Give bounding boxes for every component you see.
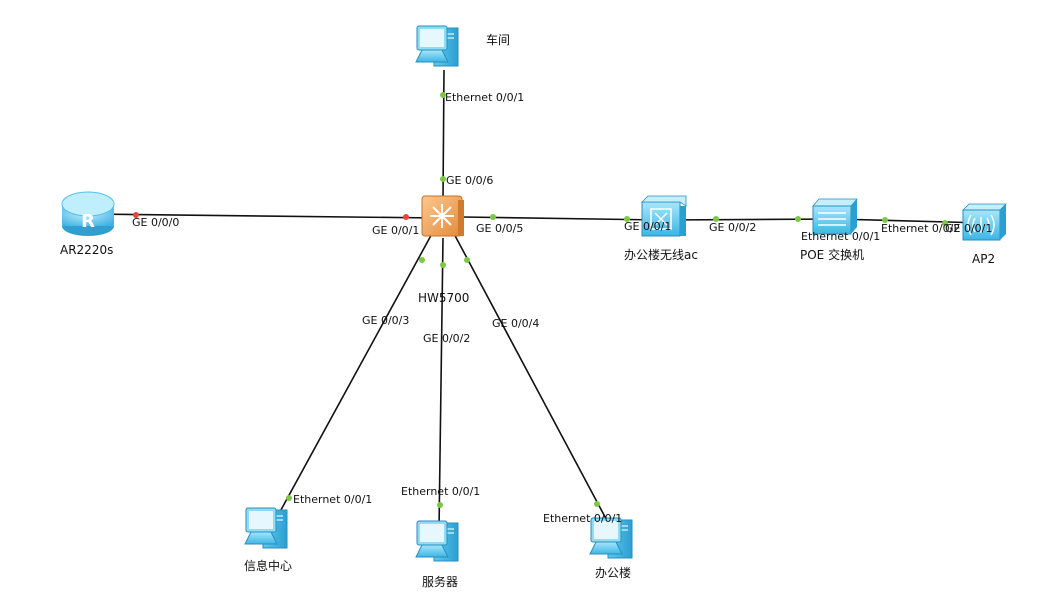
port-dot-core-ge003 (419, 257, 425, 263)
pc-icon (415, 520, 459, 562)
ap-device[interactable]: AP2 (962, 203, 1007, 266)
router-device[interactable]: R AR2220s (60, 191, 115, 257)
switch-icon (818, 212, 846, 226)
port-dot-core-ge002 (440, 262, 446, 268)
port-label-router-ge000: GE 0/0/0 (132, 216, 179, 229)
link-core-server (438, 237, 444, 531)
port-dot-ac-ge002 (713, 216, 719, 222)
port-dot-router-ge000 (133, 212, 139, 218)
port-label-core-ge006: GE 0/0/6 (446, 174, 493, 187)
port-dot-core-ge005 (490, 214, 496, 220)
server-pc-label: 服务器 (422, 574, 458, 589)
port-dot-poe-eth002 (882, 217, 888, 223)
wireless-ac-label: 办公楼无线ac (624, 247, 698, 262)
port-label-server-eth: Ethernet 0/0/1 (401, 485, 480, 498)
port-label-core-ge001: GE 0/0/1 (372, 224, 419, 237)
port-label-info-eth: Ethernet 0/0/1 (293, 493, 372, 506)
port-label-core-ge005: GE 0/0/5 (476, 222, 523, 235)
office-pc-device[interactable]: 办公楼 (589, 517, 633, 580)
port-label-core-ge002: GE 0/0/2 (423, 332, 470, 345)
port-label-office-eth: Ethernet 0/0/1 (543, 512, 622, 525)
office-pc-label: 办公楼 (595, 565, 631, 580)
port-label-workshop-eth: Ethernet 0/0/1 (445, 91, 524, 104)
port-label-ac-ge001: GE 0/0/1 (624, 220, 671, 233)
ap-label: AP2 (972, 252, 995, 266)
port-dots (133, 92, 948, 508)
access-point-icon (967, 214, 995, 236)
port-dot-core-ge006 (440, 176, 446, 182)
pc-icon (415, 25, 459, 67)
port-labels: GE 0/0/0 GE 0/0/1 Ethernet 0/0/1 GE 0/0/… (132, 91, 992, 525)
workshop-pc-label: 车间 (486, 32, 510, 47)
router-icon (61, 191, 115, 217)
link-core-infocenter (269, 229, 435, 531)
link-core-office (451, 229, 613, 531)
port-dot-office-eth (594, 501, 600, 507)
port-label-poe-eth002: Ethernet 0/0/2 (881, 222, 960, 235)
port-dot-core-ge001 (403, 214, 409, 220)
port-label-core-ge003: GE 0/0/3 (362, 314, 409, 327)
poe-switch-device[interactable]: POE 交换机 (800, 198, 864, 262)
info-center-pc-device[interactable]: 信息中心 (244, 507, 292, 573)
wireless-ac-device[interactable]: 办公楼无线ac (624, 195, 698, 262)
link-router-core (87, 213, 438, 219)
port-dot-server-eth (437, 502, 443, 508)
svg-text:R: R (81, 211, 95, 232)
port-dot-core-ge004 (464, 257, 470, 263)
port-label-ac-ge002: GE 0/0/2 (709, 221, 756, 234)
port-label-poe-eth001: Ethernet 0/0/1 (801, 230, 880, 243)
core-switch-label: HW5700 (418, 291, 469, 305)
poe-switch-label: POE 交换机 (800, 247, 864, 262)
workshop-pc-device[interactable]: 车间 (415, 25, 510, 67)
port-label-core-ge004: GE 0/0/4 (492, 317, 539, 330)
layer3-switch-icon (430, 204, 454, 228)
pc-icon (244, 507, 288, 549)
core-switch-device[interactable]: HW5700 (418, 195, 469, 305)
server-pc-device[interactable]: 服务器 (415, 520, 459, 589)
port-dot-info-eth (286, 495, 292, 501)
port-dot-ap-ge001 (942, 220, 948, 226)
link-ac-poe (664, 218, 836, 221)
port-dot-ac-ge001 (624, 216, 630, 222)
link-poe-ap (834, 218, 986, 224)
access-controller-icon (650, 208, 672, 230)
port-label-ap-ge001: GE 0/0/1 (945, 222, 992, 235)
port-dot-poe-eth001 (795, 216, 801, 222)
port-dot-workshop-eth (440, 92, 446, 98)
router-label: AR2220s (60, 243, 113, 257)
info-center-pc-label: 信息中心 (244, 558, 292, 573)
